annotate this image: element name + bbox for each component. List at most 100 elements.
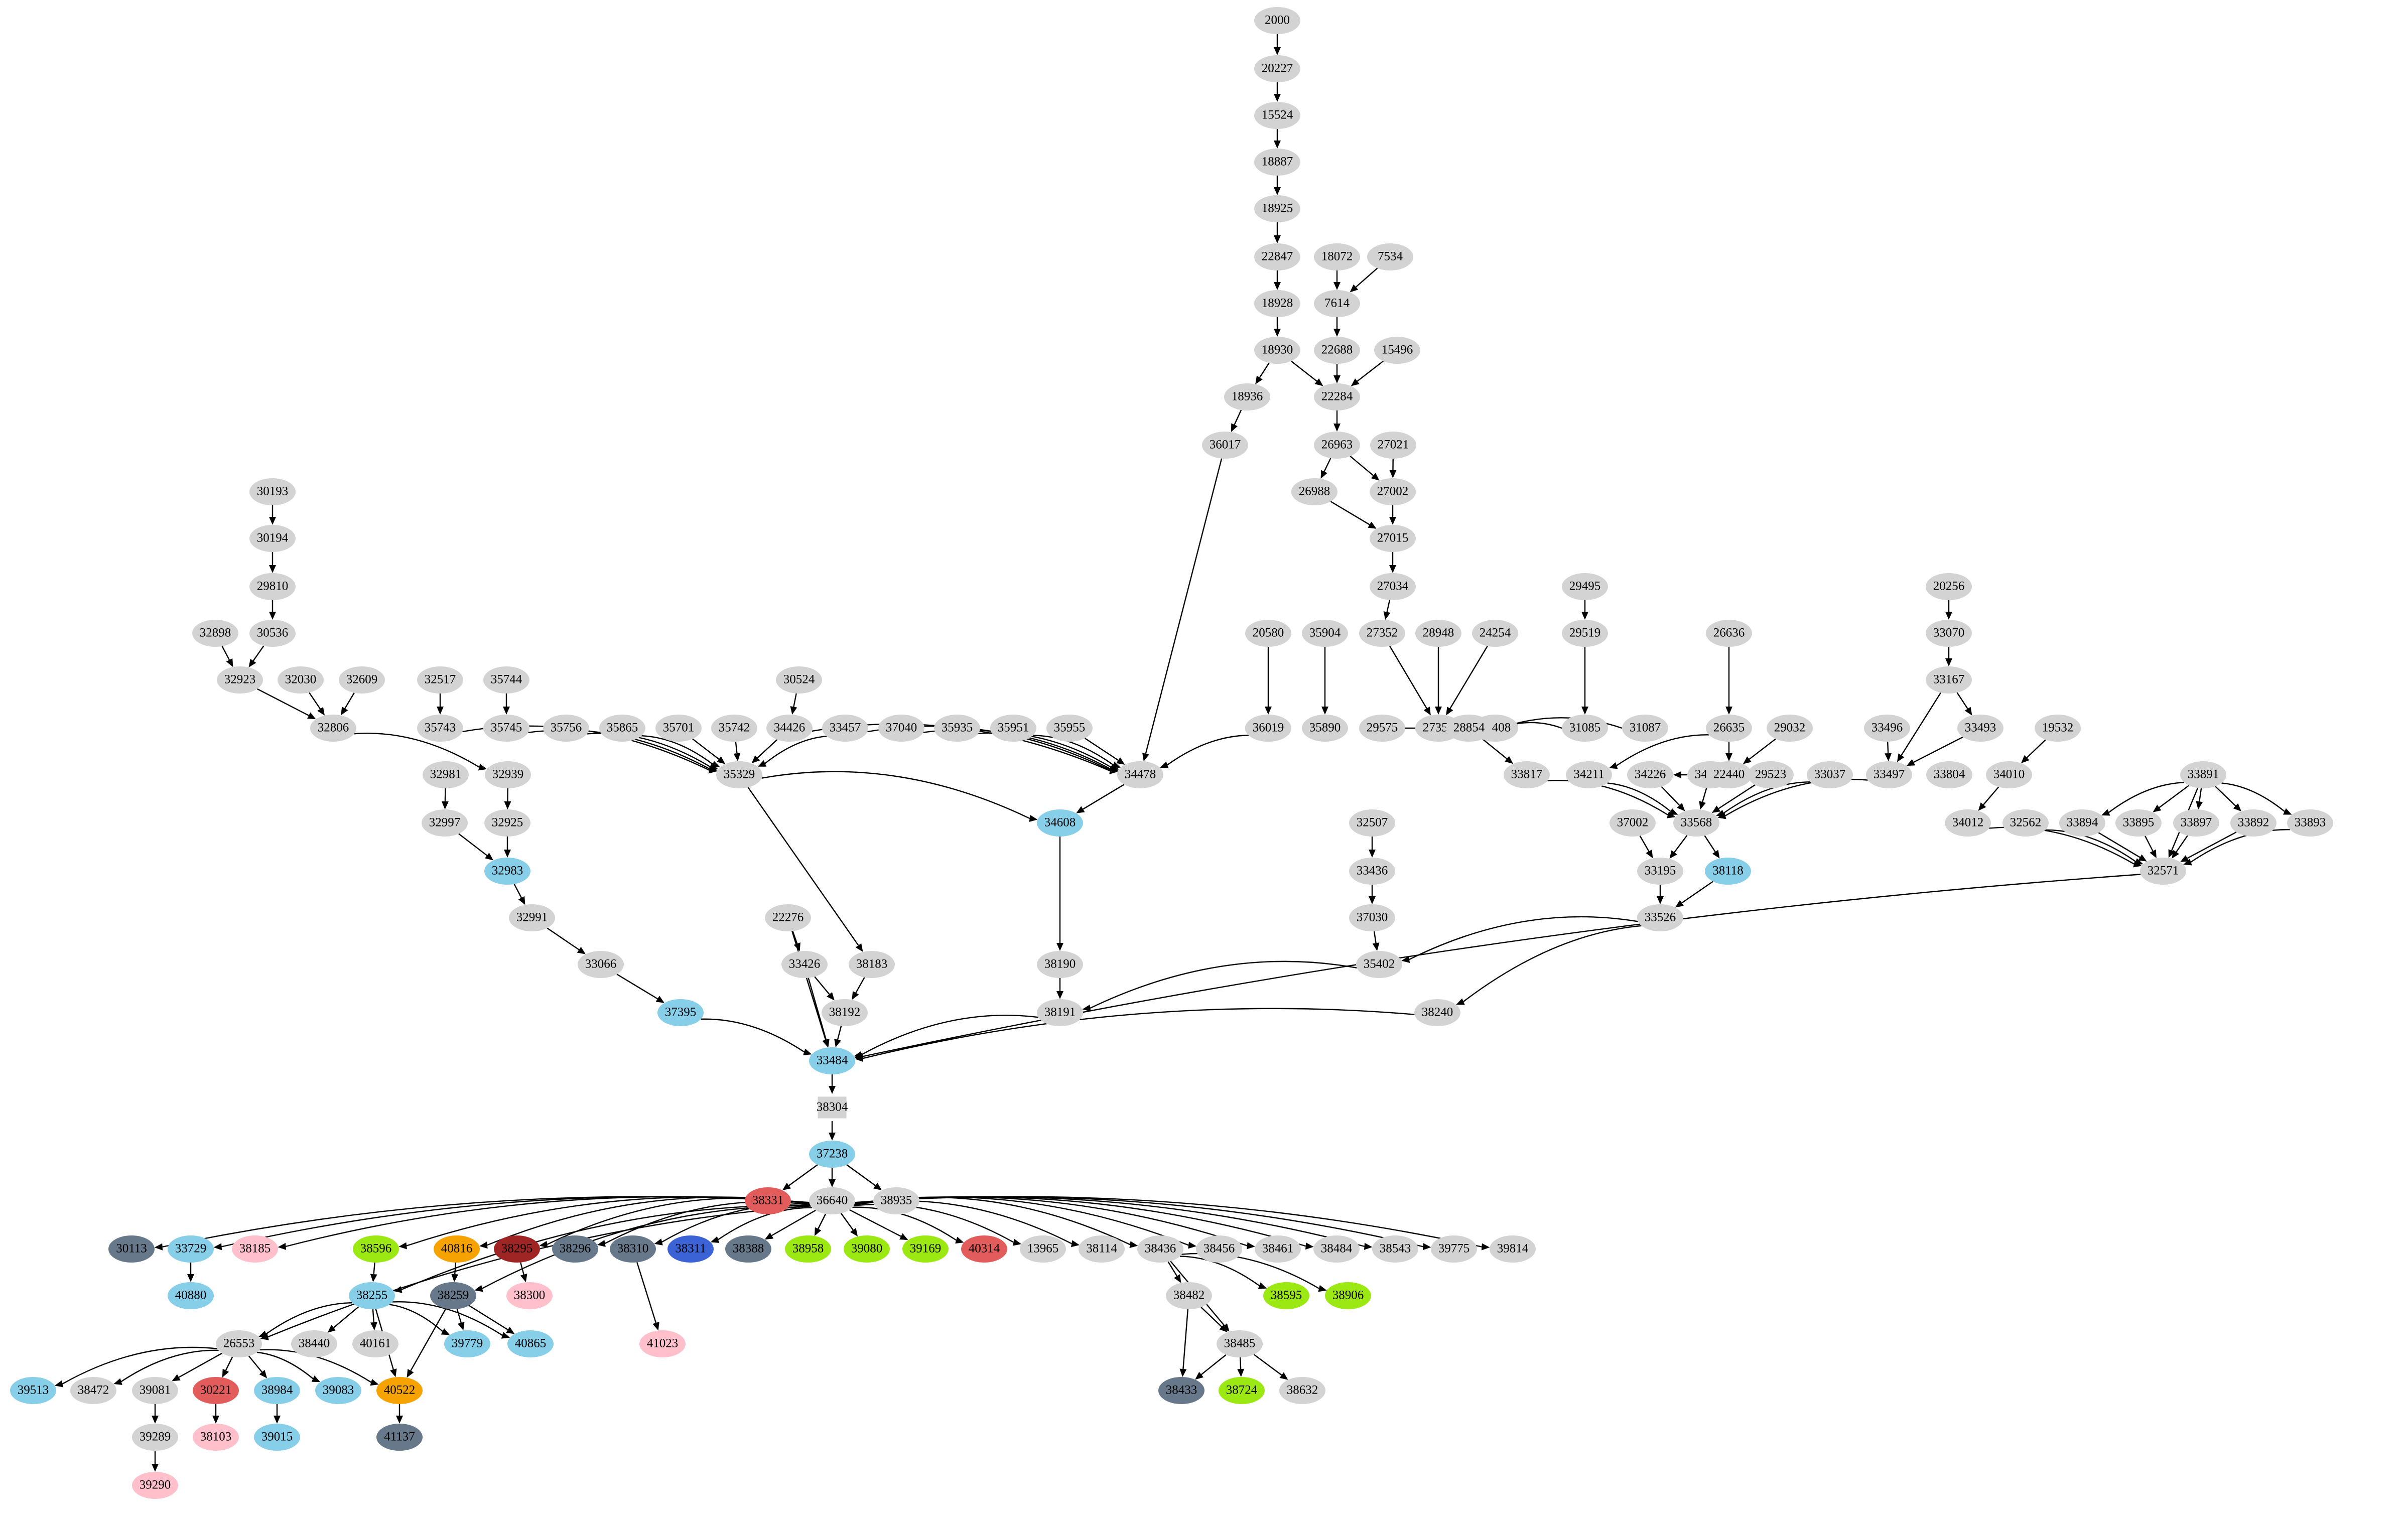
graph-node[interactable]: 29810 bbox=[249, 573, 296, 600]
graph-node[interactable]: 36017 bbox=[1202, 432, 1248, 459]
graph-node[interactable]: 15496 bbox=[1374, 337, 1420, 364]
graph-node[interactable]: 18928 bbox=[1254, 290, 1300, 317]
graph-node[interactable]: 38461 bbox=[1255, 1235, 1301, 1263]
graph-node[interactable]: 26635 bbox=[1706, 715, 1752, 742]
graph-node[interactable]: 20256 bbox=[1926, 573, 1972, 600]
graph-node[interactable]: 22440 bbox=[1706, 761, 1752, 788]
graph-node[interactable]: 37040 bbox=[878, 715, 924, 742]
graph-node[interactable]: 34010 bbox=[1986, 761, 2032, 788]
graph-node[interactable]: 30221 bbox=[193, 1377, 239, 1404]
graph-node[interactable]: 30536 bbox=[249, 620, 296, 647]
graph-node[interactable]: 30194 bbox=[249, 525, 296, 552]
graph-node[interactable]: 38935 bbox=[873, 1187, 919, 1214]
graph-node[interactable]: 22284 bbox=[1314, 383, 1360, 410]
graph-node[interactable]: 19532 bbox=[2035, 715, 2081, 742]
graph-node[interactable]: 27002 bbox=[1370, 478, 1416, 505]
graph-node[interactable]: 37002 bbox=[1610, 809, 1656, 837]
graph-node[interactable]: 36640 bbox=[809, 1187, 855, 1214]
graph-node[interactable]: 38484 bbox=[1313, 1235, 1360, 1263]
graph-node[interactable]: 32571 bbox=[2140, 858, 2186, 885]
graph-node[interactable]: 18936 bbox=[1224, 383, 1270, 410]
graph-node[interactable]: 40816 bbox=[434, 1235, 480, 1263]
graph-node[interactable]: 29523 bbox=[1748, 761, 1794, 788]
graph-node[interactable]: 39814 bbox=[1490, 1235, 1536, 1263]
graph-node[interactable]: 30524 bbox=[776, 666, 822, 694]
graph-node[interactable]: 28854 bbox=[1446, 715, 1492, 742]
graph-node[interactable]: 31087 bbox=[1622, 715, 1668, 742]
graph-node[interactable]: 38114 bbox=[1079, 1235, 1125, 1263]
graph-node[interactable]: 33897 bbox=[2173, 809, 2219, 837]
graph-node[interactable]: 38259 bbox=[430, 1282, 476, 1309]
graph-node[interactable]: 29032 bbox=[1767, 715, 1813, 742]
graph-node[interactable]: 30113 bbox=[108, 1235, 155, 1263]
graph-node[interactable]: 26963 bbox=[1314, 432, 1360, 459]
graph-node[interactable]: 40865 bbox=[507, 1330, 554, 1357]
graph-node[interactable]: 27352 bbox=[1359, 620, 1405, 647]
graph-node[interactable]: 38485 bbox=[1217, 1330, 1263, 1357]
graph-node[interactable]: 35742 bbox=[711, 715, 757, 742]
graph-node[interactable]: 34608 bbox=[1037, 809, 1083, 837]
graph-node[interactable]: 35935 bbox=[934, 715, 980, 742]
graph-node[interactable]: 35865 bbox=[599, 715, 645, 742]
graph-node[interactable]: 38984 bbox=[254, 1377, 300, 1404]
graph-node[interactable]: 38300 bbox=[506, 1282, 553, 1309]
graph-node[interactable]: 38310 bbox=[610, 1235, 656, 1263]
graph-node[interactable]: 33436 bbox=[1349, 858, 1395, 885]
graph-node[interactable]: 22276 bbox=[765, 904, 811, 931]
graph-node[interactable]: 26636 bbox=[1706, 620, 1752, 647]
graph-node[interactable]: 7534 bbox=[1367, 243, 1413, 270]
graph-node[interactable]: 40522 bbox=[376, 1377, 423, 1404]
graph-node[interactable]: 27015 bbox=[1370, 525, 1416, 552]
graph-node[interactable]: 38433 bbox=[1158, 1377, 1205, 1404]
graph-node[interactable]: 35744 bbox=[483, 666, 529, 694]
graph-node[interactable]: 15524 bbox=[1254, 102, 1300, 129]
graph-node[interactable]: 38296 bbox=[552, 1235, 598, 1263]
graph-node[interactable]: 38543 bbox=[1372, 1235, 1418, 1263]
graph-node[interactable]: 32925 bbox=[484, 809, 530, 837]
graph-node[interactable]: 29575 bbox=[1359, 715, 1405, 742]
graph-node[interactable]: 39779 bbox=[444, 1330, 490, 1357]
graph-node[interactable]: 33037 bbox=[1807, 761, 1853, 788]
graph-node[interactable]: 33804 bbox=[1926, 761, 1972, 788]
graph-node[interactable]: 37030 bbox=[1349, 904, 1395, 931]
graph-node[interactable]: 29519 bbox=[1562, 620, 1608, 647]
graph-node[interactable]: 39290 bbox=[132, 1472, 178, 1499]
graph-node[interactable]: 27021 bbox=[1370, 432, 1416, 459]
graph-node[interactable]: 38440 bbox=[291, 1330, 337, 1357]
graph-node[interactable]: 35402 bbox=[1356, 951, 1402, 978]
graph-node[interactable]: 40161 bbox=[352, 1330, 398, 1357]
graph-node[interactable]: 33496 bbox=[1864, 715, 1910, 742]
graph-node[interactable]: 38192 bbox=[822, 999, 868, 1026]
graph-node[interactable]: 33894 bbox=[2059, 809, 2105, 837]
graph-node[interactable]: 37238 bbox=[809, 1141, 855, 1168]
graph-node[interactable]: 35951 bbox=[990, 715, 1036, 742]
graph-node[interactable]: 38255 bbox=[349, 1282, 395, 1309]
graph-node[interactable]: 38191 bbox=[1037, 999, 1083, 1026]
graph-node[interactable]: 33895 bbox=[2115, 809, 2162, 837]
graph-node[interactable]: 32517 bbox=[417, 666, 463, 694]
graph-node[interactable]: 35329 bbox=[716, 761, 762, 788]
graph-node[interactable]: 35890 bbox=[1302, 715, 1348, 742]
graph-node[interactable]: 33526 bbox=[1637, 904, 1683, 931]
graph-node[interactable]: 18925 bbox=[1254, 195, 1300, 222]
graph-node[interactable]: 39083 bbox=[315, 1377, 361, 1404]
graph-node[interactable]: 32507 bbox=[1349, 809, 1395, 837]
graph-node[interactable]: 33497 bbox=[1866, 761, 1912, 788]
graph-node[interactable]: 28948 bbox=[1415, 620, 1461, 647]
graph-node[interactable]: 31085 bbox=[1562, 715, 1608, 742]
graph-node[interactable]: 39513 bbox=[10, 1377, 56, 1404]
graph-node[interactable]: 35904 bbox=[1302, 620, 1348, 647]
graph-node[interactable]: 26553 bbox=[216, 1330, 262, 1357]
graph-node[interactable]: 38185 bbox=[232, 1235, 278, 1263]
graph-node[interactable]: 38906 bbox=[1325, 1282, 1371, 1309]
graph-node[interactable]: 34012 bbox=[1945, 809, 1991, 837]
graph-node[interactable]: 33426 bbox=[781, 951, 828, 978]
graph-node[interactable]: 35756 bbox=[543, 715, 589, 742]
graph-node[interactable]: 35745 bbox=[483, 715, 529, 742]
graph-node[interactable]: 38311 bbox=[667, 1235, 714, 1263]
graph-node[interactable]: 33493 bbox=[1957, 715, 2003, 742]
graph-node[interactable]: 38724 bbox=[1219, 1377, 1265, 1404]
graph-node[interactable]: 29495 bbox=[1562, 573, 1608, 600]
graph-node[interactable]: 38295 bbox=[494, 1235, 540, 1263]
graph-node[interactable]: 18072 bbox=[1314, 243, 1360, 270]
